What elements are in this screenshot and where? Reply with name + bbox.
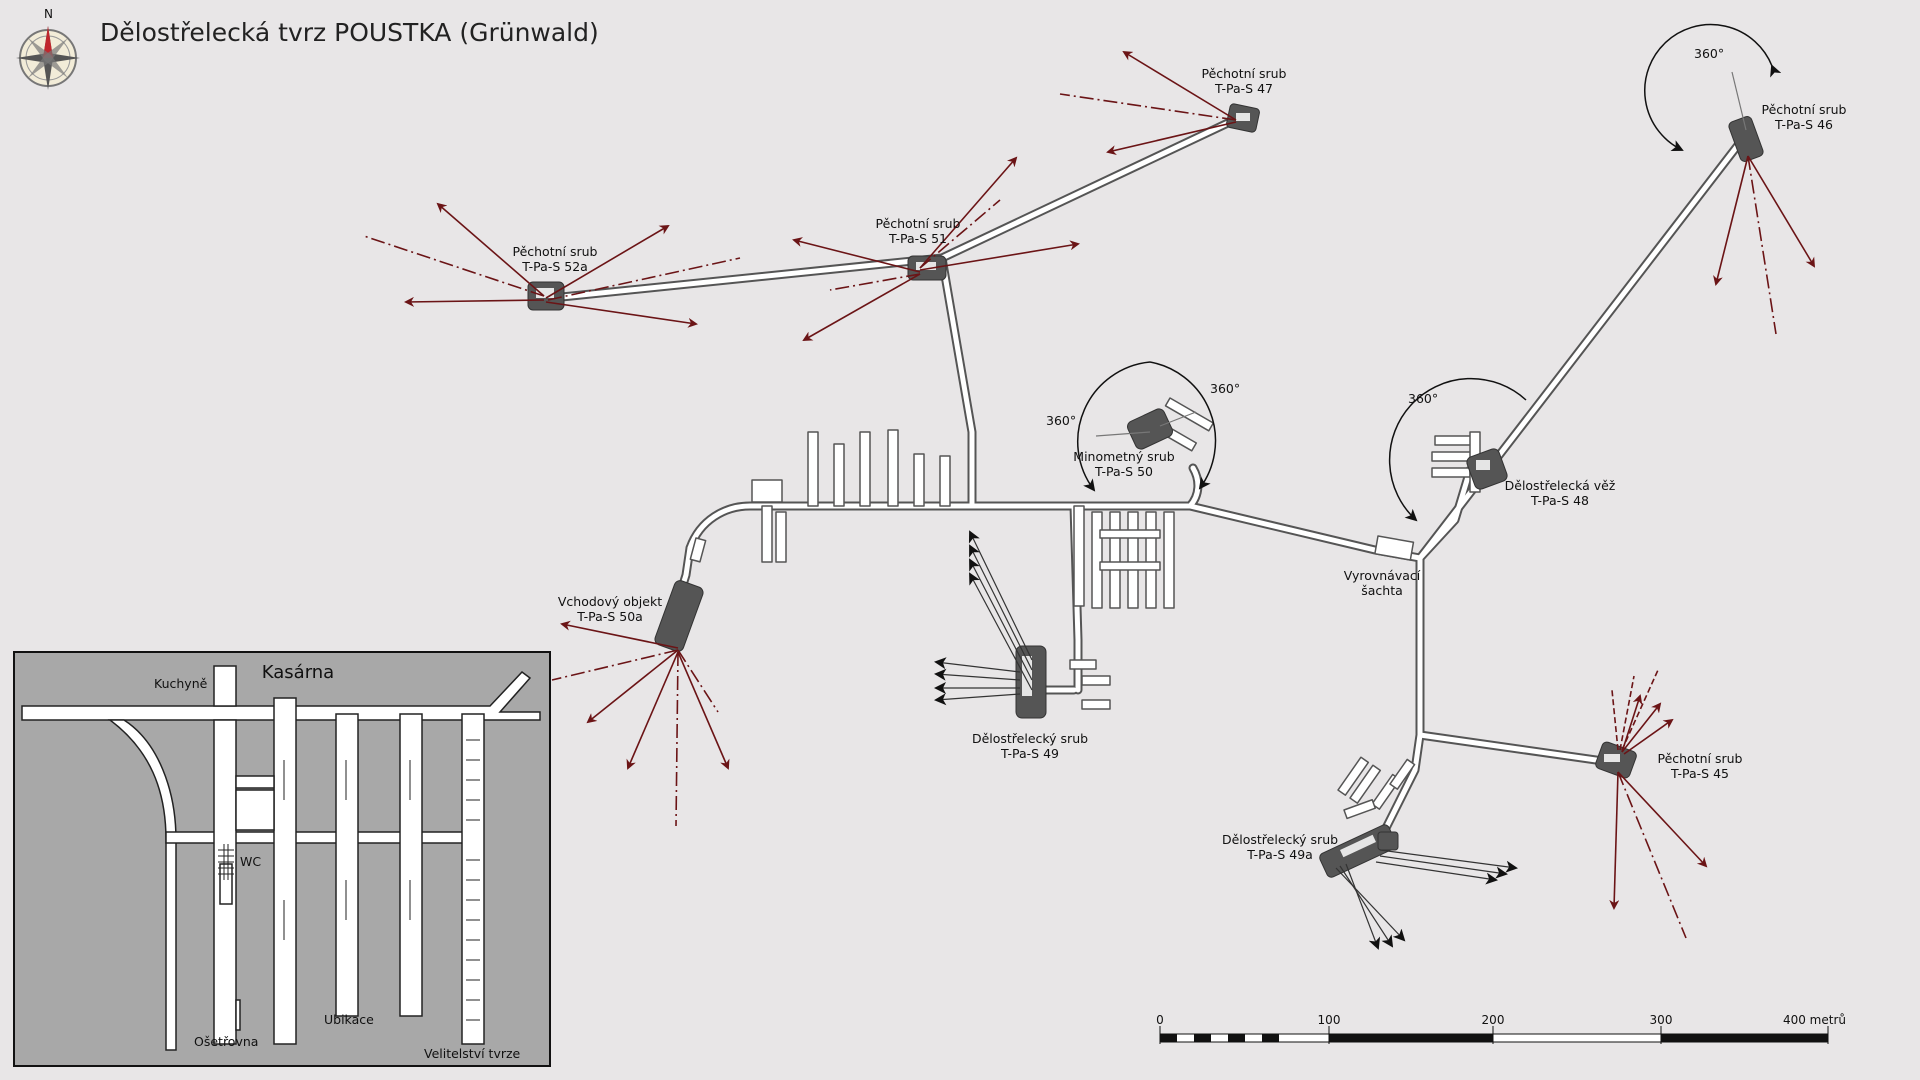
label-s52a-name: Pěchotní srub: [512, 244, 597, 259]
object-labels: Pěchotní srub T-Pa-S 47 Pěchotní srub T-…: [512, 46, 1846, 862]
scale-tick-400: 400 metrů: [1783, 1013, 1846, 1027]
page-title: Dělostřelecká tvrz POUSTKA (Grünwald): [100, 18, 599, 47]
scale-tick-200: 200: [1482, 1013, 1505, 1027]
label-s48-name: Dělostřelecká věž: [1505, 478, 1616, 493]
compass-north-label: N: [44, 7, 53, 21]
label-s49-name: Dělostřelecký srub: [972, 731, 1088, 746]
inset-quarters: Ubikace: [324, 1012, 374, 1027]
compass-rose-icon: N: [16, 7, 80, 90]
label-s49a-name: Dělostřelecký srub: [1222, 832, 1338, 847]
label-s48-rotation: 360°: [1408, 391, 1438, 406]
label-s50-rotation-left: 360°: [1046, 413, 1076, 428]
label-shaft-name: Vyrovnávací: [1344, 568, 1421, 583]
scale-tick-300: 300: [1650, 1013, 1673, 1027]
rotation-arcs: [1076, 23, 1782, 522]
label-s46-name: Pěchotní srub: [1761, 102, 1846, 117]
scale-bar: 0 100 200 300 400 metrů: [1156, 1013, 1846, 1044]
bunker-interiors: [536, 113, 1620, 858]
label-s47-name: Pěchotní srub: [1201, 66, 1286, 81]
scale-tick-0: 0: [1156, 1013, 1164, 1027]
inset-title: Kasárna: [262, 662, 334, 683]
label-s50-code: T-Pa-S 50: [1094, 464, 1153, 479]
inset-kitchen: Kuchyně: [154, 676, 208, 691]
inset-infirmary: Ošetřovna: [194, 1034, 258, 1049]
inset-command: Velitelství tvrze: [424, 1046, 521, 1061]
label-s46-rotation: 360°: [1694, 46, 1724, 61]
label-shaft-code: šachta: [1361, 583, 1403, 598]
inset-wc: WC: [240, 854, 261, 869]
label-s49a-code: T-Pa-S 49a: [1246, 847, 1313, 862]
label-s45-name: Pěchotní srub: [1657, 751, 1742, 766]
scale-tick-100: 100: [1318, 1013, 1341, 1027]
label-s50-name: Minometný srub: [1073, 449, 1174, 464]
label-s46-code: T-Pa-S 46: [1774, 117, 1833, 132]
tunnel-network: [547, 117, 1750, 845]
label-s50a-name: Vchodový objekt: [558, 594, 662, 609]
label-s47-code: T-Pa-S 47: [1214, 81, 1273, 96]
fire-directions: [363, 50, 1816, 939]
label-s45-code: T-Pa-S 45: [1670, 766, 1729, 781]
label-s50-rotation-right: 360°: [1210, 381, 1240, 396]
label-s51-name: Pěchotní srub: [875, 216, 960, 231]
label-s49-code: T-Pa-S 49: [1000, 746, 1059, 761]
label-s50a-code: T-Pa-S 50a: [576, 609, 643, 624]
barracks-inset: Kasárna Kuchyně WC Ubikace Ošetřovna Vel…: [13, 651, 551, 1067]
label-s52a-code: T-Pa-S 52a: [521, 259, 588, 274]
label-s51-code: T-Pa-S 51: [888, 231, 947, 246]
label-s48-code: T-Pa-S 48: [1530, 493, 1589, 508]
